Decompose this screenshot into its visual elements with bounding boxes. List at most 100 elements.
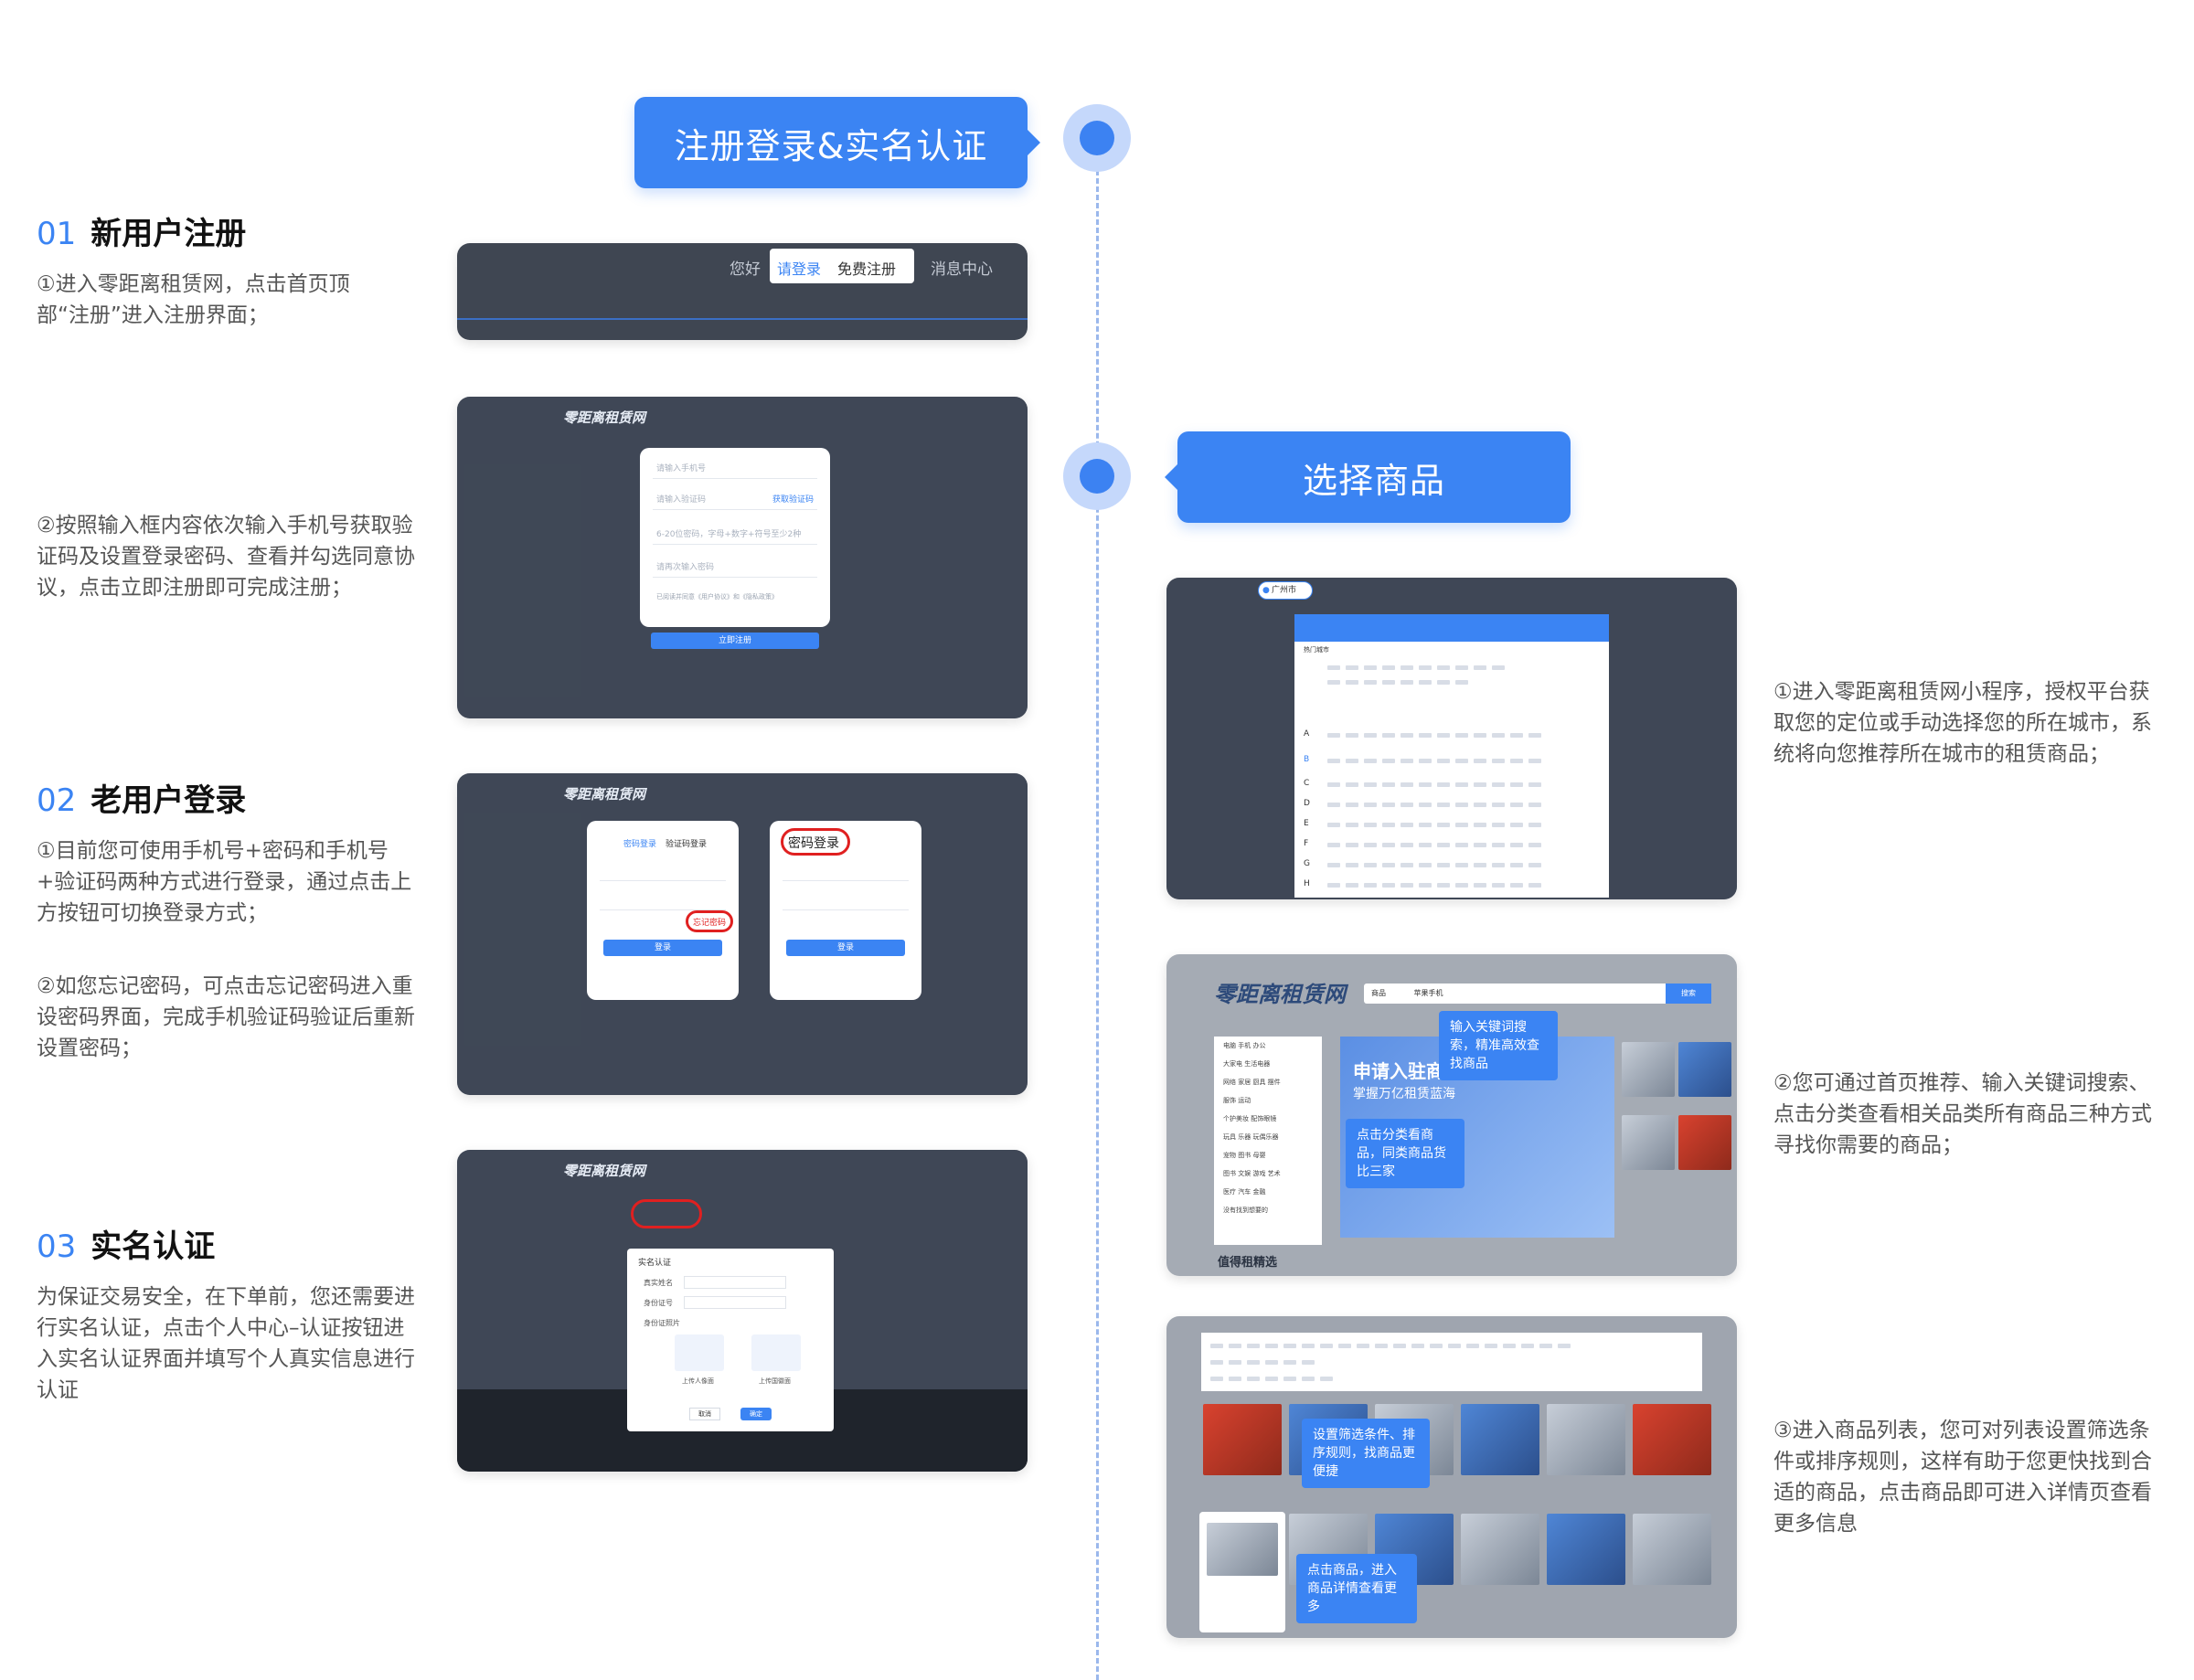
product-card[interactable] xyxy=(1633,1514,1711,1585)
product-card[interactable] xyxy=(1633,1404,1711,1475)
search-button[interactable]: 搜索 xyxy=(1666,984,1711,1004)
tab-password[interactable]: 密码登录 xyxy=(788,836,839,851)
select-step: ②您可通过首页推荐、输入关键词搜索、点击分类查看相关品类所有商品三种方式寻找你需… xyxy=(1773,1071,2152,1157)
register-link[interactable]: 免费注册 xyxy=(837,261,897,278)
section-name: 老用户登录 xyxy=(89,775,249,820)
logo: 零距离租赁网 xyxy=(563,786,646,803)
phone-input[interactable] xyxy=(600,861,726,881)
section-step: ①进入零距离租赁网，点击首页顶部“注册”进入注册界面； xyxy=(37,272,350,327)
banner-register: 注册登录&实名认证 xyxy=(634,97,1040,188)
messages-link[interactable]: 消息中心 xyxy=(931,261,993,279)
city-name: 广州市 xyxy=(1272,586,1297,595)
tooltip-search: 输入关键词搜索，精准高效查找商品 xyxy=(1439,1011,1558,1080)
section-name: 新用户注册 xyxy=(89,208,249,253)
category-item[interactable]: 医疗 汽车 金融 xyxy=(1223,1188,1266,1196)
section-heading: 值得租精选 xyxy=(1218,1256,1278,1270)
product-thumb[interactable] xyxy=(1678,1042,1731,1097)
screenshot-register: 零距离租赁网 请输入手机号 请输入验证码 获取验证码 6-20位密码，字母+数字… xyxy=(457,397,1028,718)
product-card-highlighted[interactable] xyxy=(1201,1514,1283,1631)
search-category[interactable]: 商品 xyxy=(1371,989,1386,997)
screenshot-list: 设置筛选条件、排序规则，找商品更便捷 点击商品，进入商品详情查看更多 xyxy=(1166,1316,1737,1638)
section-step: ②按照输入框内容依次输入手机号获取验证码及设置登录密码、查看并勾选同意协议，点击… xyxy=(37,514,415,600)
category-item[interactable]: 电脑 手机 办公 xyxy=(1223,1042,1266,1049)
search-bar[interactable]: 商品 苹果手机 搜索 xyxy=(1364,984,1711,1004)
name-input[interactable] xyxy=(684,1276,786,1289)
logo: 零距离租赁网 xyxy=(1214,982,1346,1007)
upload-front[interactable] xyxy=(675,1334,724,1371)
confirm-password-input[interactable]: 请再次输入密码 xyxy=(653,558,817,578)
screenshot-login: 零距离租赁网 密码登录 验证码登录 忘记密码 登录 密码登录 登录 xyxy=(457,773,1028,1095)
category-item[interactable]: 网络 家居 厨具 摆件 xyxy=(1223,1079,1281,1086)
agreement-checkbox[interactable]: 已阅读并同意《用户协议》和《隐私政策》 xyxy=(656,593,778,601)
category-item[interactable]: 服饰 运动 xyxy=(1223,1097,1251,1104)
id-input[interactable] xyxy=(684,1296,786,1309)
letter-label: E xyxy=(1304,819,1309,828)
category-item[interactable]: 玩具 乐器 玩偶乐器 xyxy=(1223,1133,1279,1141)
search-input[interactable]: 苹果手机 xyxy=(1413,989,1443,997)
product-card[interactable] xyxy=(1547,1514,1625,1585)
product-card[interactable] xyxy=(1461,1404,1539,1475)
login-link[interactable]: 请登录 xyxy=(777,261,822,278)
category-item[interactable]: 宠物 图书 母婴 xyxy=(1223,1152,1266,1159)
section-name: 实名认证 xyxy=(89,1221,218,1266)
logo: 零距离租赁网 xyxy=(563,409,646,426)
category-item[interactable]: 没有找到想要的 xyxy=(1223,1207,1268,1214)
filter-panel[interactable] xyxy=(1201,1333,1702,1391)
cancel-button[interactable]: 取消 xyxy=(689,1408,720,1420)
tooltip-filter: 设置筛选条件、排序规则，找商品更便捷 xyxy=(1302,1419,1430,1488)
password-input[interactable] xyxy=(600,890,726,910)
code-input[interactable]: 请输入验证码 获取验证码 xyxy=(653,490,817,510)
category-item[interactable]: 个护美妆 配饰眼镜 xyxy=(1223,1115,1277,1122)
login-button[interactable]: 登录 xyxy=(603,940,722,956)
verify-dialog: 实名认证 真实姓名 身份证号 身份证照片 上传人像面 上传国徽面 取消 确定 xyxy=(627,1249,834,1431)
code-input[interactable] xyxy=(783,890,909,910)
product-card[interactable] xyxy=(1461,1514,1539,1585)
front-label: 上传人像面 xyxy=(682,1377,714,1385)
product-card[interactable] xyxy=(1203,1404,1282,1475)
phone-input[interactable] xyxy=(783,861,909,881)
location-icon: ● xyxy=(1262,586,1270,595)
city-selector[interactable]: ● 广州市 xyxy=(1258,581,1313,600)
tab-code[interactable]: 验证码登录 xyxy=(666,840,708,849)
screenshot-home: 零距离租赁网 商品 苹果手机 搜索 电脑 手机 办公大家电 生活电器网络 家居 … xyxy=(1166,954,1737,1276)
dialog-title: 实名认证 xyxy=(638,1259,672,1268)
letter-label: H xyxy=(1304,879,1310,888)
category-item[interactable]: 大家电 生活电器 xyxy=(1223,1060,1271,1068)
category-list: 电脑 手机 办公大家电 生活电器网络 家居 厨具 摆件服饰 运动个护美妆 配饰眼… xyxy=(1214,1037,1322,1219)
section-number: 03 xyxy=(37,1228,77,1265)
login-button[interactable]: 登录 xyxy=(786,940,905,956)
id-label: 身份证号 xyxy=(644,1299,673,1307)
login-card-password: 密码登录 验证码登录 忘记密码 登录 xyxy=(587,821,739,1000)
letter-label: D xyxy=(1304,799,1310,808)
logo: 零距离租赁网 xyxy=(563,1163,646,1179)
register-card: 请输入手机号 请输入验证码 获取验证码 6-20位密码，字母+数字+符号至少2种… xyxy=(640,448,830,649)
timeline-node xyxy=(1063,442,1131,510)
letter-label: F xyxy=(1304,839,1309,848)
section-step: ②如您忘记密码，可点击忘记密码进入重设密码界面，完成手机验证码验证后重新设置密码… xyxy=(37,974,415,1060)
tooltip-category: 点击分类看商品，同类商品货比三家 xyxy=(1346,1119,1464,1188)
upload-back[interactable] xyxy=(751,1334,801,1371)
forgot-password-link[interactable]: 忘记密码 xyxy=(693,919,727,928)
product-thumb[interactable] xyxy=(1622,1115,1675,1170)
product-card[interactable] xyxy=(1547,1404,1625,1475)
product-thumb[interactable] xyxy=(1678,1115,1731,1170)
phone-input[interactable]: 请输入手机号 xyxy=(653,459,817,479)
confirm-button[interactable]: 确定 xyxy=(740,1408,772,1420)
verify-highlight xyxy=(631,1199,702,1228)
get-code-button[interactable]: 获取验证码 xyxy=(772,495,814,505)
tab-password[interactable]: 密码登录 xyxy=(623,840,657,849)
screenshot-verify: 零距离租赁网 实名认证 真实姓名 身份证号 身份证照片 上传人像面 上传国徽面 … xyxy=(457,1150,1028,1472)
banner-select: 选择商品 xyxy=(1165,431,1571,523)
back-label: 上传国徽面 xyxy=(759,1377,791,1385)
timeline-node xyxy=(1063,104,1131,172)
forgot-highlight xyxy=(686,910,733,932)
category-menu: 电脑 手机 办公大家电 生活电器网络 家居 厨具 摆件服饰 运动个护美妆 配饰眼… xyxy=(1214,1037,1322,1245)
password-input[interactable]: 6-20位密码，字母+数字+符号至少2种 xyxy=(653,525,817,545)
category-item[interactable]: 图书 文娱 游戏 艺术 xyxy=(1223,1170,1281,1177)
code-placeholder: 请输入验证码 xyxy=(656,495,707,505)
nav-underline xyxy=(457,318,1028,320)
section-title-register: 01 新用户注册 xyxy=(37,208,249,253)
register-submit-button[interactable]: 立即注册 xyxy=(651,633,819,649)
product-thumb[interactable] xyxy=(1622,1042,1675,1097)
timeline-line xyxy=(1096,137,1099,1680)
